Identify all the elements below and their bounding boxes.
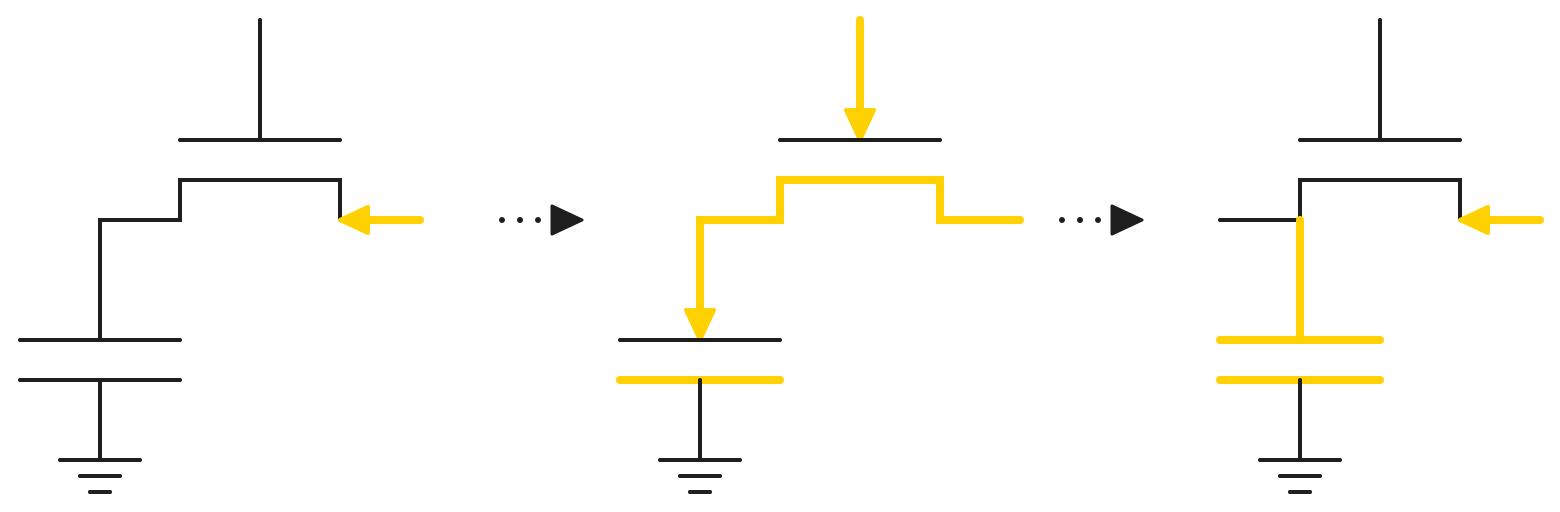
gate-input-arrow-icon: [844, 16, 876, 142]
channel-wire: [696, 176, 1024, 316]
transistor-symbol: [684, 16, 1024, 342]
drain-input-arrow-icon: [1458, 205, 1544, 235]
ground-icon: [58, 458, 142, 494]
ground-icon: [1258, 458, 1342, 494]
ground-icon: [658, 458, 742, 494]
transistor-symbol: [1218, 18, 1462, 222]
transistor-symbol: [98, 18, 342, 342]
capacitor-symbol: [18, 338, 182, 462]
dotted-arrow-icon: [499, 204, 584, 236]
drain-input-arrow-icon: [338, 205, 424, 235]
channel-wire: [98, 178, 342, 342]
capacitor-symbol: [616, 338, 784, 462]
stage-3: [1216, 18, 1544, 494]
capacitor-symbol: [1216, 216, 1384, 462]
dotted-arrow-icon: [1059, 204, 1144, 236]
stage-2: [616, 16, 1024, 494]
stage-1: [18, 18, 424, 494]
channel-wire: [1218, 178, 1462, 222]
channel-arrow-icon: [684, 308, 716, 342]
